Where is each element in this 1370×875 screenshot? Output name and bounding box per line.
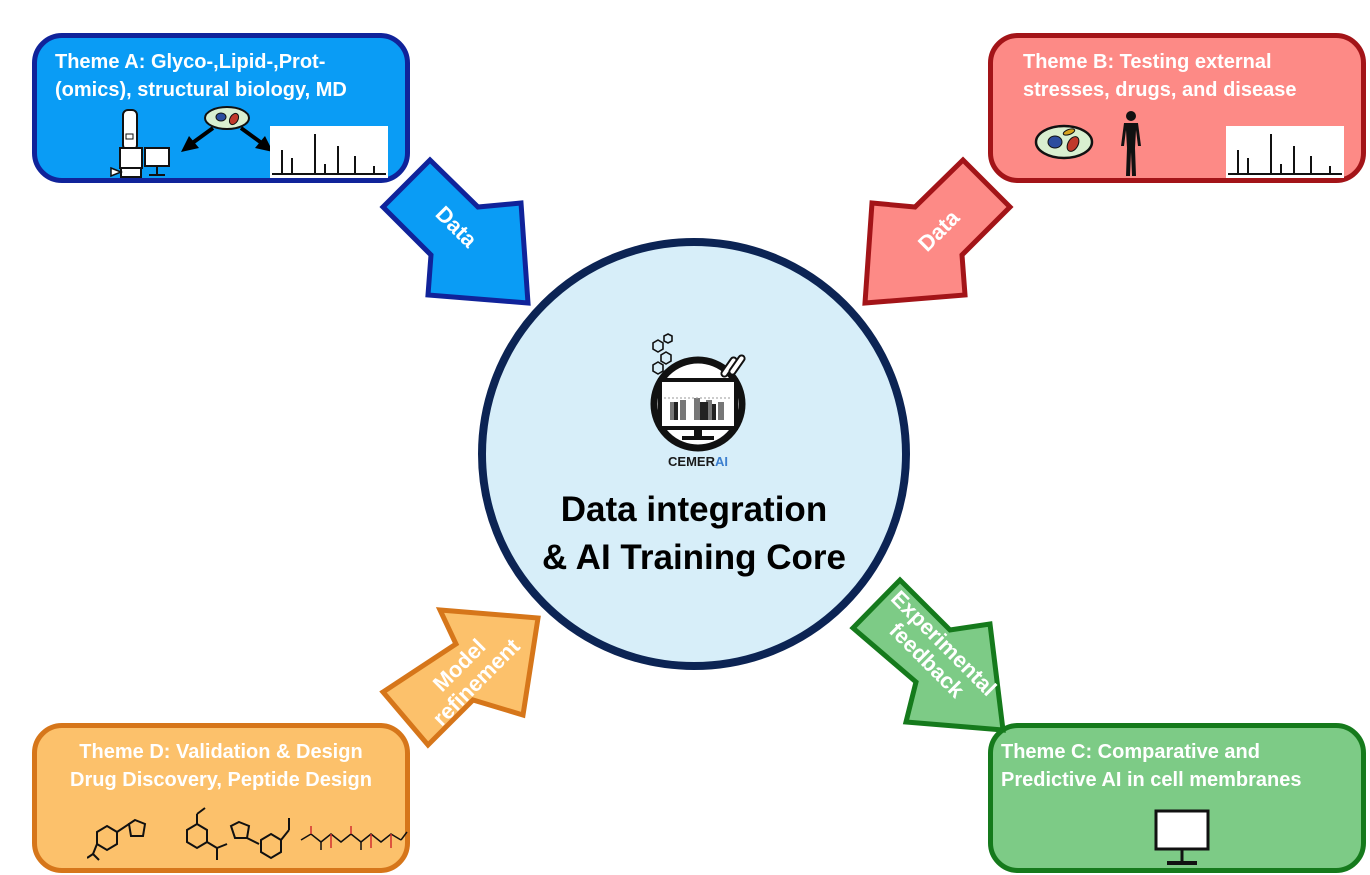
microscope-icon [110,109,170,178]
cemerai-logo-text: CEMERAI [668,454,728,469]
molecule-icon [186,807,228,860]
mass-spectrum-icon [1226,126,1344,178]
mass-spectrum-icon [270,126,388,178]
molecule-icon [229,818,290,860]
theme-c-title: Theme C: Comparative and Predictive AI i… [1001,741,1302,791]
data-arrow-b: Data [855,155,1015,315]
theme-b-title: Theme B: Testing external stresses, drug… [1023,51,1297,101]
theme-a-box: Theme A: Glyco-,Lipid-,Prot- (omics), st… [32,33,410,183]
cell-icon [181,106,273,152]
ai-training-core-circle: Data integration & AI Training Core [478,238,910,670]
computer-monitor-icon [1154,809,1210,865]
peptide-icon [300,826,408,850]
experimental-feedback-arrow: Experimental feedback [848,570,1018,735]
theme-d-box: Theme D: Validation & Design Drug Discov… [32,723,410,873]
theme-c-box: Theme C: Comparative and Predictive AI i… [988,723,1366,873]
cemerai-logo: CEMERAI [638,330,758,470]
molecule-icon [87,818,147,861]
data-arrow-a: Data [378,155,538,315]
theme-b-box: Theme B: Testing external stresses, drug… [988,33,1366,183]
human-figure-icon [1121,111,1141,176]
theme-d-title: Theme D: Validation & Design Drug Discov… [70,741,372,791]
core-title: Data integration & AI Training Core [541,490,846,577]
cemerai-logo-icon [650,333,746,452]
theme-a-title: Theme A: Glyco-,Lipid-,Prot- (omics), st… [55,51,347,101]
model-refinement-arrow: Model refinement [378,600,548,750]
cell-icon [1034,124,1094,160]
